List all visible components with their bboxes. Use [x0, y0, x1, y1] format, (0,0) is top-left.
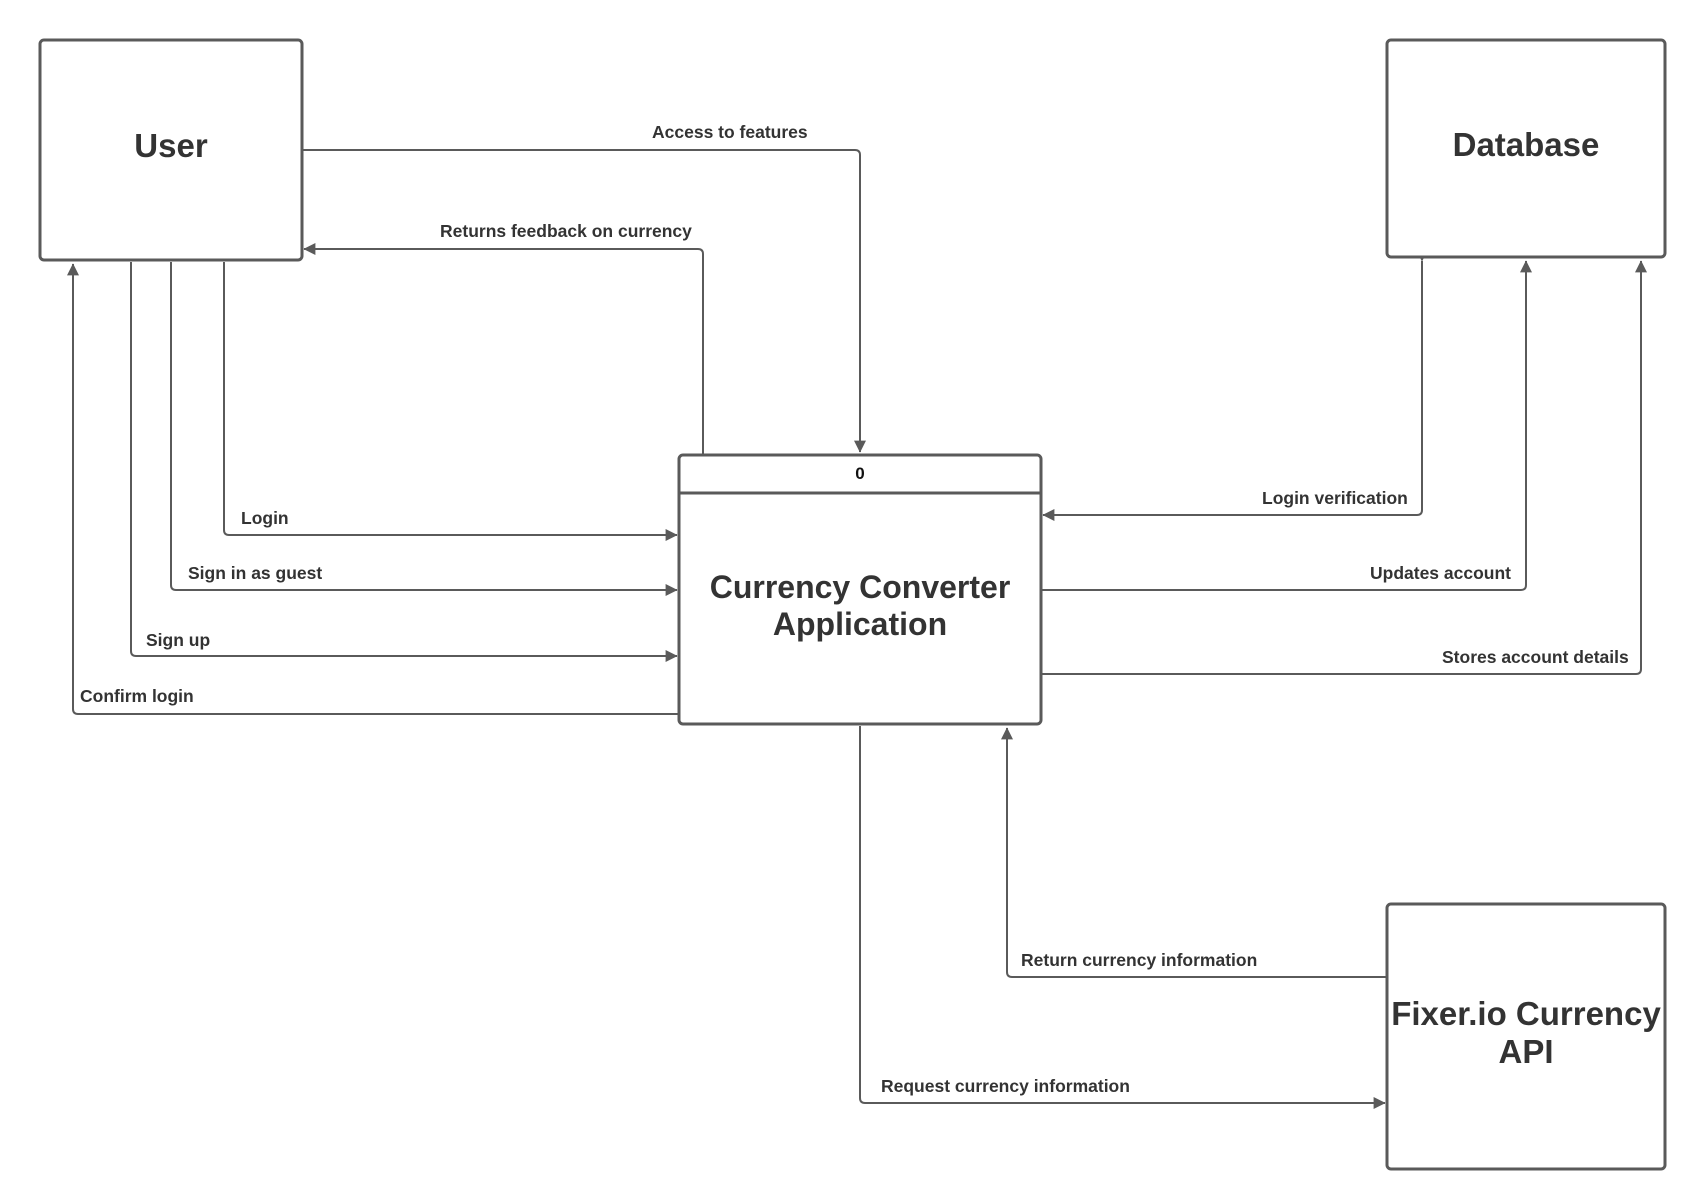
flow-request-currency-information[interactable]: Request currency information	[859, 726, 1386, 1109]
flow-confirm-login[interactable]: Confirm login	[67, 263, 680, 715]
flow-access-to-features[interactable]: Access to features	[302, 122, 866, 453]
flow-login[interactable]: Login	[223, 262, 678, 541]
flow-label-request-currency-information: Request currency information	[881, 1076, 1130, 1096]
flow-label-return-currency-information: Return currency information	[1021, 950, 1257, 970]
flow-label-login-verification: Login verification	[1262, 488, 1408, 508]
flow-label-sign-in-as-guest: Sign in as guest	[188, 563, 322, 583]
flow-returns-feedback[interactable]: Returns feedback on currency	[303, 221, 704, 455]
entity-fixer-api-label-line2: API	[1498, 1033, 1553, 1070]
entity-user[interactable]: User	[38, 38, 304, 262]
flow-label-login: Login	[241, 508, 289, 528]
flow-label-confirm-login: Confirm login	[80, 686, 194, 706]
flow-label-access-to-features: Access to features	[652, 122, 808, 142]
process-title-line2: Application	[773, 606, 947, 642]
flow-login-verification[interactable]: Login verification	[1042, 249, 1428, 521]
process-currency-converter[interactable]: 0 Currency Converter Application	[677, 453, 1043, 726]
flow-updates-account[interactable]: Updates account	[1041, 260, 1532, 591]
process-title-line1: Currency Converter	[710, 569, 1011, 605]
entity-database-label: Database	[1453, 126, 1600, 163]
entity-fixer-api-label-line1: Fixer.io Currency	[1391, 995, 1661, 1032]
process-id: 0	[855, 464, 864, 483]
flow-sign-up[interactable]: Sign up	[130, 262, 678, 662]
flow-return-currency-information[interactable]: Return currency information	[1001, 727, 1387, 978]
entity-user-label: User	[134, 127, 208, 164]
flow-label-stores-account-details: Stores account details	[1442, 647, 1629, 667]
flow-sign-in-as-guest[interactable]: Sign in as guest	[170, 262, 678, 596]
entity-fixer-api[interactable]: Fixer.io Currency API	[1385, 902, 1667, 1171]
flow-label-sign-up: Sign up	[146, 630, 210, 650]
flow-stores-account-details[interactable]: Stores account details	[1041, 260, 1647, 675]
entity-database[interactable]: Database	[1385, 38, 1667, 259]
flow-label-updates-account: Updates account	[1370, 563, 1511, 583]
flow-label-returns-feedback: Returns feedback on currency	[440, 221, 692, 241]
